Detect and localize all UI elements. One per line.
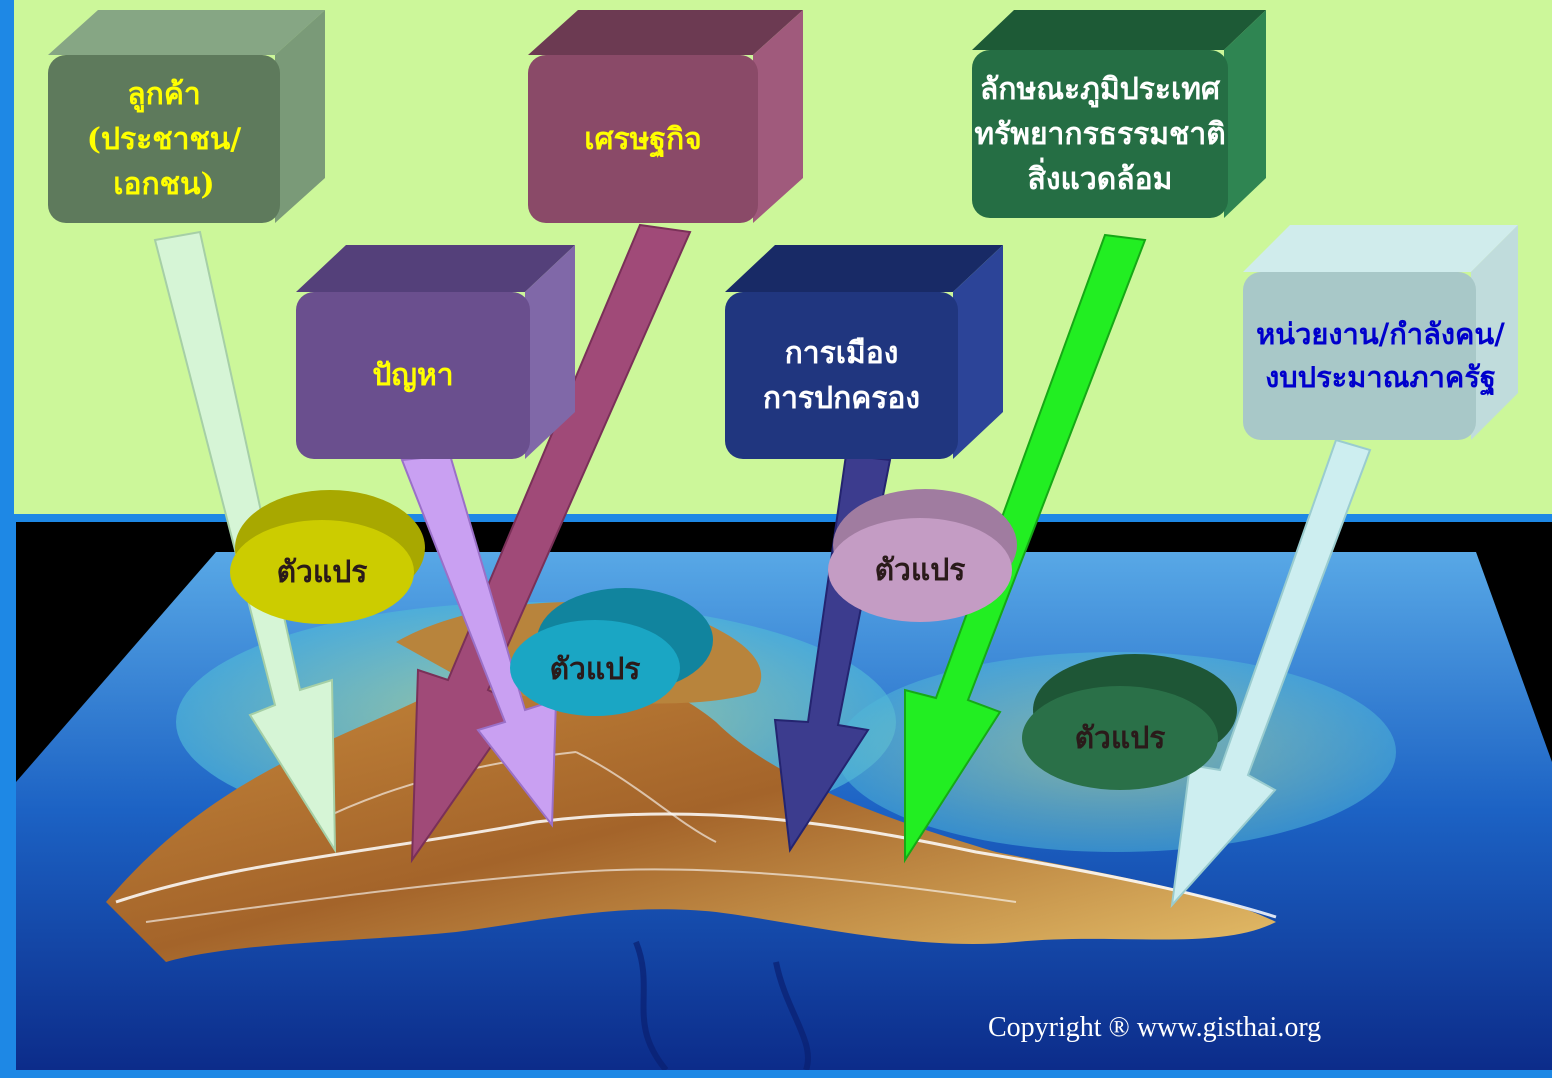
variable-label-2: ตัวแปร (510, 642, 680, 696)
variable-label-3: ตัวแปร (828, 543, 1012, 597)
variable-label-4: ตัวแปร (1022, 711, 1218, 765)
variable-label-1: ตัวแปร (230, 545, 414, 599)
copyright-text: Copyright ® www.gisthai.org (988, 1012, 1321, 1044)
